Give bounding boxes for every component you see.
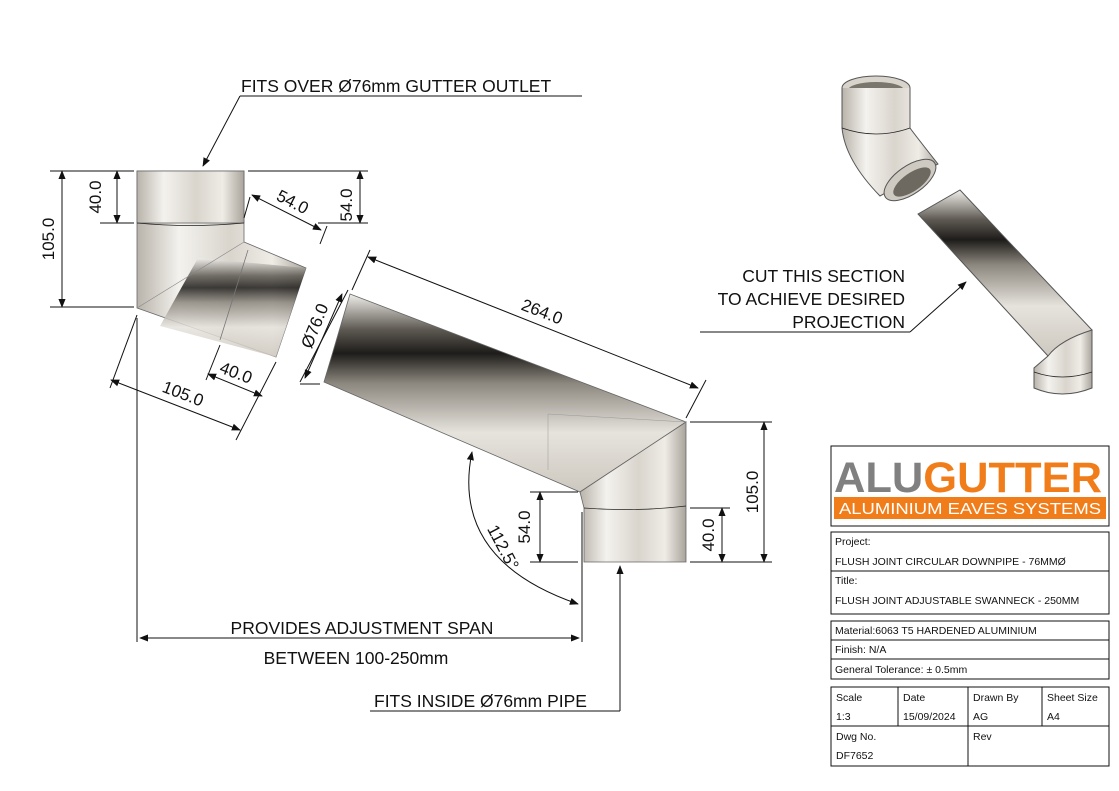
dim-pipe-diameter: Ø76.0 xyxy=(297,301,332,351)
dim-top-spigot-vert: 54.0 xyxy=(337,188,356,221)
dim-top-spigot-collar: 40.0 xyxy=(217,358,255,388)
tb-drawn-value: AG xyxy=(973,711,988,723)
tb-dwg-label: Dwg No. xyxy=(836,731,876,743)
dim-top-collar-height: 40.0 xyxy=(86,180,105,213)
tb-tolerance: General Tolerance: ± 0.5mm xyxy=(835,664,967,676)
tb-project-label: Project: xyxy=(835,536,871,548)
top-elbow xyxy=(136,170,307,358)
tb-rev-label: Rev xyxy=(973,731,992,743)
tb-drawn-label: Drawn By xyxy=(973,692,1019,704)
dim-bottom-collar: 40.0 xyxy=(699,518,718,551)
tb-scale-value: 1:3 xyxy=(836,711,851,723)
logo-wordmark: ALUGUTTER xyxy=(834,454,1102,502)
bottom-elbow xyxy=(547,413,687,563)
dim-pipe-length: 264.0 xyxy=(519,295,566,328)
tb-sheet-label: Sheet Size xyxy=(1047,692,1098,704)
note-fits-inside: FITS INSIDE Ø76mm PIPE xyxy=(374,691,587,711)
note-cut-line-1: CUT THIS SECTION xyxy=(742,266,905,286)
isometric-view xyxy=(841,75,1093,395)
dimension-lines xyxy=(50,95,967,712)
note-cut-line-2: TO ACHIEVE DESIRED xyxy=(718,289,905,309)
title-block: Project: FLUSH JOINT CIRCULAR DOWNPIPE -… xyxy=(830,531,1110,767)
dim-top-base-width: 105.0 xyxy=(160,377,207,410)
note-cut-line-3: PROJECTION xyxy=(792,312,905,332)
logo-tagline: ALUMINIUM EAVES SYSTEMS xyxy=(839,501,1101,518)
tb-project-value: FLUSH JOINT CIRCULAR DOWNPIPE - 76MMØ xyxy=(835,556,1066,568)
logo-alu: ALU xyxy=(834,454,923,502)
dim-top-spigot-len: 54.0 xyxy=(273,186,311,218)
logo-gutter: GUTTER xyxy=(923,454,1102,502)
dim-top-total-height: 105.0 xyxy=(39,218,58,261)
note-adjust-span-1: PROVIDES ADJUSTMENT SPAN xyxy=(231,618,494,638)
tb-title-label: Title: xyxy=(835,575,857,587)
tb-finish: Finish: N/A xyxy=(835,644,886,656)
drawing-notes: FITS OVER Ø76mm GUTTER OUTLET CUT THIS S… xyxy=(231,76,905,711)
tb-scale-label: Scale xyxy=(836,692,862,704)
tb-dwg-value: DF7652 xyxy=(836,750,874,762)
dim-bottom-total-height: 105.0 xyxy=(743,471,762,514)
tb-date-label: Date xyxy=(903,692,925,704)
dim-bottom-spigot: 54.0 xyxy=(515,510,534,543)
tb-material: Material:6063 T5 HARDENED ALUMINIUM xyxy=(835,625,1037,637)
note-gutter-outlet: FITS OVER Ø76mm GUTTER OUTLET xyxy=(241,76,551,96)
tb-title-value: FLUSH JOINT ADJUSTABLE SWANNECK - 250MM xyxy=(835,595,1079,607)
note-adjust-span-2: BETWEEN 100-250mm xyxy=(264,648,449,668)
tb-sheet-value: A4 xyxy=(1047,711,1060,723)
tb-date-value: 15/09/2024 xyxy=(903,711,956,723)
alugutter-logo: ALUGUTTER ALUMINIUM EAVES SYSTEMS xyxy=(830,445,1110,527)
